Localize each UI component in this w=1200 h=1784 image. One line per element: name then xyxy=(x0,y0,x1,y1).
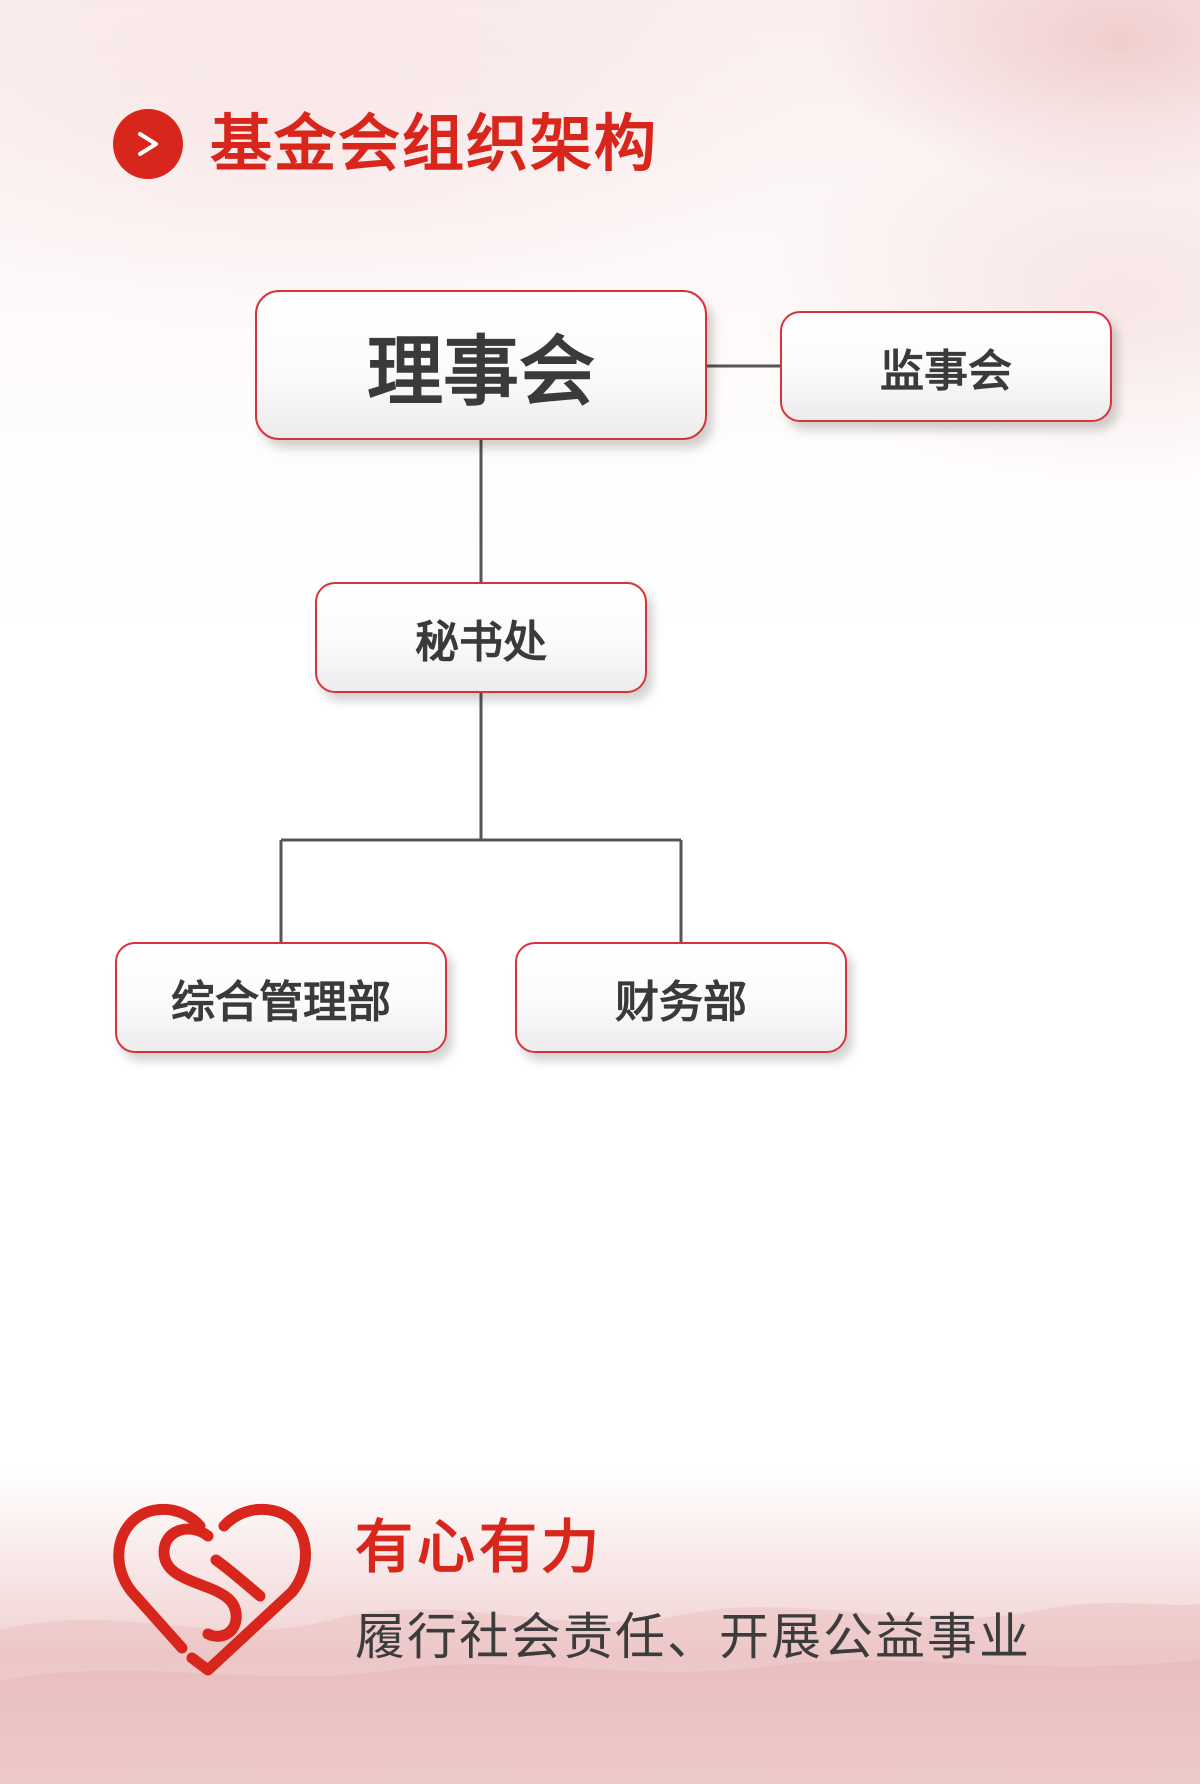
chevron-right-icon xyxy=(113,109,183,179)
heart-logo-icon xyxy=(113,1503,311,1676)
org-node-supervisors: 监事会 xyxy=(780,311,1112,422)
org-node-board: 理事会 xyxy=(255,290,707,440)
section-title: 基金会组织架构 xyxy=(210,107,659,180)
footer-subtitle: 履行社会责任、开展公益事业 xyxy=(355,1608,1031,1666)
footer-slogan: 有心有力 xyxy=(355,1513,604,1581)
org-node-secretariat: 秘书处 xyxy=(315,582,647,693)
org-node-board-label: 理事会 xyxy=(367,327,595,416)
org-node-secretariat-label: 秘书处 xyxy=(415,616,547,668)
section-header: 基金会组织架构 xyxy=(113,106,658,182)
org-node-general-admin: 综合管理部 xyxy=(115,942,447,1053)
background-hills xyxy=(0,1602,1200,1784)
org-node-finance: 财务部 xyxy=(515,942,847,1053)
org-node-general-admin-label: 综合管理部 xyxy=(171,976,391,1028)
org-node-supervisors-label: 监事会 xyxy=(880,345,1012,397)
org-node-finance-label: 财务部 xyxy=(615,976,747,1028)
